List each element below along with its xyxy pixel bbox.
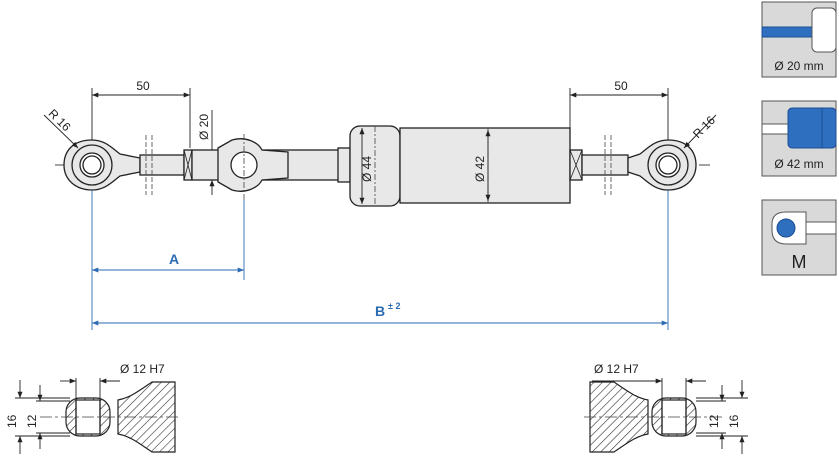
dim-cylinder-diameter-44: Ø 44 — [360, 156, 374, 182]
dim-length-left: 50 — [136, 79, 150, 93]
dim-height-12-right: 12 — [707, 414, 721, 428]
thumbnail-cylinder[interactable]: Ø 42 mm — [761, 100, 837, 177]
dim-label-b: B — [375, 303, 385, 319]
thumbnail-cylinder-caption: Ø 42 mm — [774, 157, 823, 171]
gas-spring-assembly — [55, 125, 710, 207]
dim-bore-right: Ø 12 H7 — [594, 362, 639, 376]
dim-height-12-left: 12 — [25, 414, 39, 428]
thumbnail-rod[interactable]: Ø 20 mm — [761, 1, 837, 78]
left-rod-eye — [63, 135, 193, 195]
dim-tolerance-b: ± 2 — [388, 301, 400, 311]
right-section-detail — [584, 381, 724, 453]
left-section-detail — [40, 381, 180, 453]
dim-height-16-left: 16 — [5, 414, 19, 428]
dim-bore-left: Ø 12 H7 — [120, 362, 165, 376]
dimension-lines — [43, 88, 717, 204]
right-rod-eye — [569, 135, 697, 195]
right-section-dims — [592, 378, 748, 454]
dim-height-16-right: 16 — [727, 414, 741, 428]
dim-radius-left: R 16 — [46, 106, 74, 134]
piston-rod — [191, 134, 351, 200]
thumbnail-rod-caption: Ø 20 mm — [774, 59, 823, 73]
thumbnail-mount-caption: M — [792, 252, 807, 272]
dim-label-a: A — [169, 251, 179, 267]
dim-length-right: 50 — [614, 79, 628, 93]
dim-rod-diameter: Ø 20 — [197, 114, 211, 140]
overall-dimensions — [91, 190, 669, 330]
dim-cylinder-diameter-42: Ø 42 — [473, 156, 487, 182]
cylinder — [349, 125, 571, 207]
left-section-dims — [15, 378, 120, 454]
thumbnail-mount[interactable]: M — [761, 199, 837, 276]
